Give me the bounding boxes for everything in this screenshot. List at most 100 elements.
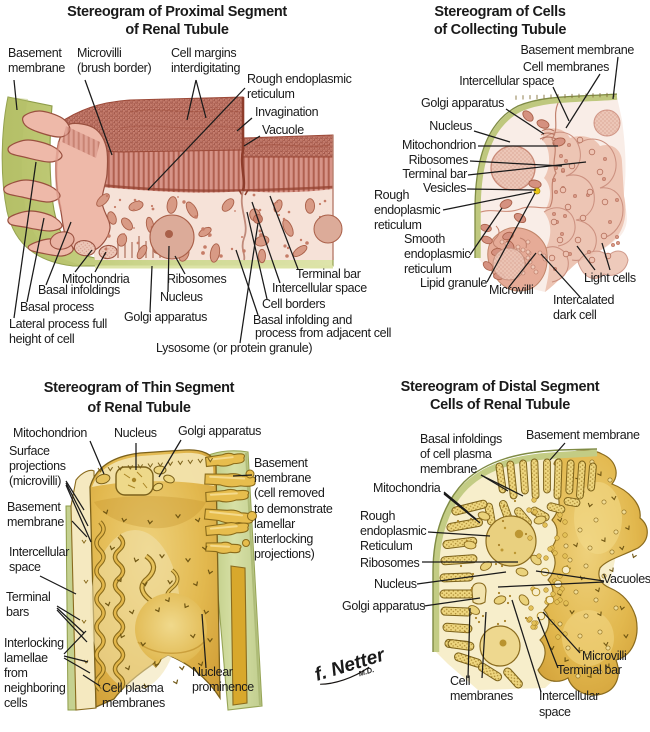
svg-text:endoplasmic: endoplasmic — [404, 247, 470, 261]
svg-text:Microvilli: Microvilli — [489, 283, 533, 297]
svg-text:Basal infoldings: Basal infoldings — [38, 283, 120, 297]
svg-text:Rough: Rough — [360, 509, 395, 523]
svg-text:Cell borders: Cell borders — [262, 297, 325, 311]
svg-text:Ribosomes: Ribosomes — [167, 272, 226, 286]
svg-text:process from adjacent cell: process from adjacent cell — [255, 326, 391, 340]
svg-text:of cell plasma: of cell plasma — [420, 447, 492, 461]
svg-text:Nucleus: Nucleus — [114, 426, 157, 440]
svg-text:membranes: membranes — [102, 696, 165, 710]
svg-text:space: space — [539, 705, 571, 719]
svg-text:cells: cells — [4, 696, 27, 710]
svg-text:interdigitating: interdigitating — [171, 61, 241, 75]
svg-text:Cell: Cell — [450, 674, 470, 688]
svg-text:neighboring: neighboring — [4, 681, 66, 695]
svg-text:Intercellular space: Intercellular space — [459, 74, 554, 88]
svg-text:Basement: Basement — [254, 456, 308, 470]
svg-text:Stereogram of Thin Segment: Stereogram of Thin Segment — [44, 380, 235, 396]
svg-text:lamellae: lamellae — [4, 651, 48, 665]
svg-text:Mitochondrion: Mitochondrion — [13, 426, 87, 440]
svg-text:Basal infolding and: Basal infolding and — [253, 313, 352, 327]
svg-text:dark cell: dark cell — [553, 308, 596, 322]
svg-text:Nucleus: Nucleus — [374, 577, 417, 591]
svg-text:Light cells: Light cells — [584, 271, 636, 285]
svg-text:Stereogram of Proximal Segment: Stereogram of Proximal Segment — [67, 4, 287, 20]
svg-text:interlocking: interlocking — [254, 532, 313, 546]
svg-text:membranes: membranes — [450, 689, 513, 703]
svg-text:Lysosome (or protein granule): Lysosome (or protein granule) — [156, 341, 312, 355]
svg-text:Golgi apparatus: Golgi apparatus — [124, 310, 207, 324]
svg-text:Golgi apparatus: Golgi apparatus — [421, 96, 504, 110]
svg-text:Intercellular: Intercellular — [539, 689, 599, 703]
svg-text:Mitochondria: Mitochondria — [62, 272, 130, 286]
svg-text:Stereogram of Cells: Stereogram of Cells — [434, 4, 566, 20]
svg-text:endoplasmic: endoplasmic — [374, 203, 440, 217]
svg-text:Basement membrane: Basement membrane — [520, 43, 634, 57]
svg-text:Terminal bar: Terminal bar — [557, 663, 622, 677]
svg-text:from: from — [4, 666, 28, 680]
svg-text:Lipid granule: Lipid granule — [420, 276, 487, 290]
svg-text:Stereogram of Distal Segment: Stereogram of Distal Segment — [401, 379, 600, 395]
svg-text:Basement: Basement — [8, 46, 62, 60]
svg-text:Cell plasma: Cell plasma — [102, 681, 164, 695]
svg-text:membrane: membrane — [420, 462, 477, 476]
svg-text:Cell margins: Cell margins — [171, 46, 236, 60]
svg-text:projections): projections) — [254, 547, 315, 561]
svg-text:Terminal: Terminal — [6, 590, 50, 604]
svg-text:Cell membranes: Cell membranes — [523, 60, 609, 74]
svg-text:Reticulum: Reticulum — [360, 539, 412, 553]
svg-text:membrane: membrane — [8, 61, 65, 75]
svg-text:Basal infoldings: Basal infoldings — [420, 432, 502, 446]
svg-text:Ribosomes: Ribosomes — [360, 556, 419, 570]
svg-text:to demonstrate: to demonstrate — [254, 502, 333, 516]
svg-text:Smooth: Smooth — [404, 232, 445, 246]
svg-text:Nucleus: Nucleus — [160, 290, 203, 304]
svg-text:endoplasmic: endoplasmic — [360, 524, 426, 538]
svg-text:membrane: membrane — [7, 515, 64, 529]
svg-text:Microvilli: Microvilli — [77, 46, 121, 60]
svg-text:Basement membrane: Basement membrane — [526, 428, 640, 442]
svg-text:projections: projections — [9, 459, 66, 473]
svg-text:Golgi apparatus: Golgi apparatus — [178, 424, 261, 438]
svg-text:Mitochondrion: Mitochondrion — [402, 138, 476, 152]
svg-text:Cells of Renal Tubule: Cells of Renal Tubule — [430, 397, 570, 413]
svg-text:Intercellular: Intercellular — [9, 545, 69, 559]
svg-text:Vacuole: Vacuole — [262, 123, 304, 137]
svg-text:height of cell: height of cell — [9, 332, 74, 346]
svg-text:Basal process: Basal process — [20, 300, 94, 314]
svg-text:Vacuoles: Vacuoles — [603, 572, 650, 586]
svg-text:Golgi apparatus: Golgi apparatus — [342, 599, 425, 613]
svg-text:Invagination: Invagination — [255, 105, 319, 119]
svg-text:f. Netter: f. Netter — [312, 644, 388, 686]
svg-text:of Renal Tubule: of Renal Tubule — [87, 400, 190, 416]
svg-text:Nuclear: Nuclear — [192, 665, 233, 679]
svg-text:space: space — [9, 560, 41, 574]
svg-text:Microvilli: Microvilli — [582, 649, 626, 663]
svg-text:Interlocking: Interlocking — [4, 636, 64, 650]
svg-text:Terminal bar: Terminal bar — [402, 167, 467, 181]
svg-text:membrane: membrane — [254, 471, 311, 485]
svg-text:Vesicles: Vesicles — [423, 181, 466, 195]
svg-text:M.D.: M.D. — [357, 665, 375, 678]
svg-text:Lateral process full: Lateral process full — [9, 317, 107, 331]
svg-text:bars: bars — [6, 605, 29, 619]
svg-text:Nucleus: Nucleus — [429, 119, 472, 133]
svg-text:Terminal bar: Terminal bar — [296, 267, 361, 281]
svg-text:Basement: Basement — [7, 500, 61, 514]
svg-text:Rough: Rough — [374, 188, 409, 202]
svg-text:reticulum: reticulum — [247, 87, 295, 101]
svg-text:(brush border): (brush border) — [77, 61, 151, 75]
svg-text:reticulum: reticulum — [374, 218, 422, 232]
svg-text:Surface: Surface — [9, 444, 50, 458]
svg-text:of Renal Tubule: of Renal Tubule — [125, 22, 228, 38]
svg-text:reticulum: reticulum — [404, 262, 452, 276]
svg-text:Ribosomes: Ribosomes — [409, 153, 468, 167]
svg-text:prominence: prominence — [192, 680, 254, 694]
svg-text:Rough endoplasmic: Rough endoplasmic — [247, 72, 352, 86]
svg-text:Mitochondria: Mitochondria — [373, 481, 441, 495]
svg-text:(microvilli): (microvilli) — [9, 474, 61, 488]
svg-text:(cell removed: (cell removed — [254, 486, 325, 500]
svg-text:Intercalated: Intercalated — [553, 293, 615, 307]
svg-text:lamellar: lamellar — [254, 517, 295, 531]
svg-text:Intercellular space: Intercellular space — [272, 281, 367, 295]
svg-text:of Collecting Tubule: of Collecting Tubule — [434, 22, 567, 38]
